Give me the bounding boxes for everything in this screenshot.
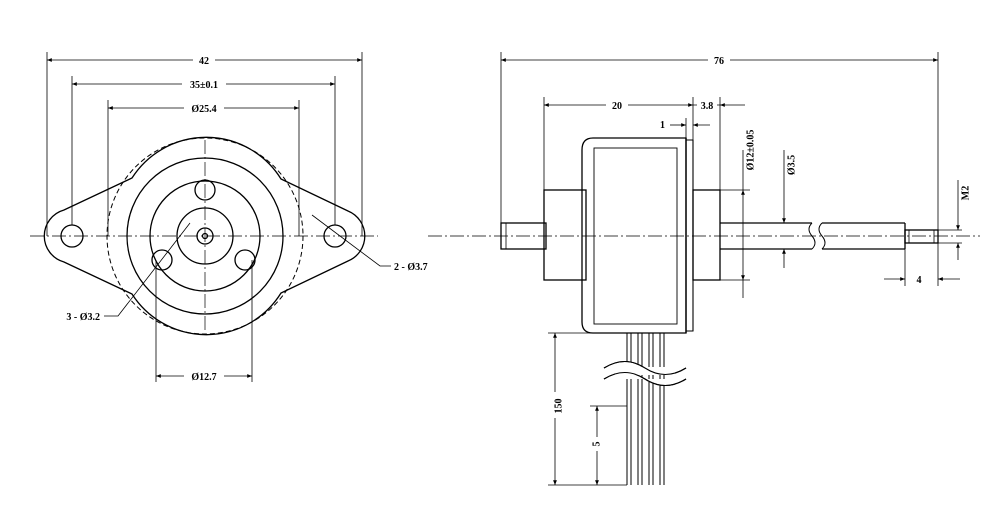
motor-body xyxy=(581,137,687,334)
label-boss-diameter: Ø25.4 xyxy=(191,104,216,115)
label-body-length: 20 xyxy=(612,101,622,112)
face-hole-top xyxy=(194,179,216,201)
face-hole-right xyxy=(234,249,256,271)
front-boss xyxy=(692,189,721,281)
side-view-labels: 76 20 3.8 1 Ø12±0.05 Ø3.5 M2 4 150 5 xyxy=(546,53,971,451)
housing-dashed-circle xyxy=(106,137,304,335)
hub-circle xyxy=(176,207,234,265)
threaded-end xyxy=(904,229,939,244)
motor-body-inner xyxy=(593,147,678,325)
label-shaft-diameter: Ø3.5 xyxy=(786,155,797,175)
front-view xyxy=(30,52,391,382)
label-overall-length: 76 xyxy=(714,56,724,67)
side-view xyxy=(428,52,980,486)
shaft-break-right xyxy=(818,222,826,250)
shaft-circle xyxy=(196,227,214,245)
label-lead-strip: 5 xyxy=(592,442,603,447)
label-hole-circle: Ø12.7 xyxy=(191,372,216,383)
lead-wires xyxy=(626,333,665,485)
boss-outer-circle xyxy=(126,157,284,315)
label-flange-length: 3.8 xyxy=(701,101,714,112)
rear-boss xyxy=(543,189,587,281)
label-flange-thickness: 1 xyxy=(660,120,665,131)
front-flange xyxy=(685,139,694,332)
boss-inner-circle xyxy=(149,180,261,292)
face-hole-left xyxy=(151,249,173,271)
label-face-holes: 3 - Ø3.2 xyxy=(66,312,100,323)
label-overall-width: 42 xyxy=(199,56,209,67)
rear-shaft xyxy=(500,222,547,250)
label-thread: M2 xyxy=(960,186,971,200)
mounting-flange-outline xyxy=(43,136,366,336)
label-hole-spacing: 35±0.1 xyxy=(190,80,218,91)
leader-face-holes xyxy=(104,222,191,317)
label-mount-holes: 2 - Ø3.7 xyxy=(394,262,428,273)
label-boss-diameter-side: Ø12±0.05 xyxy=(745,130,756,171)
front-view-labels: 42 35±0.1 Ø25.4 Ø12.7 2 - Ø3.7 3 - Ø3.2 xyxy=(66,53,428,383)
leader-mount-holes xyxy=(311,214,391,267)
shaft-core xyxy=(201,232,209,240)
shaft-break-left xyxy=(808,222,816,250)
label-thread-length: 4 xyxy=(917,275,922,286)
label-lead-length: 150 xyxy=(554,399,565,414)
